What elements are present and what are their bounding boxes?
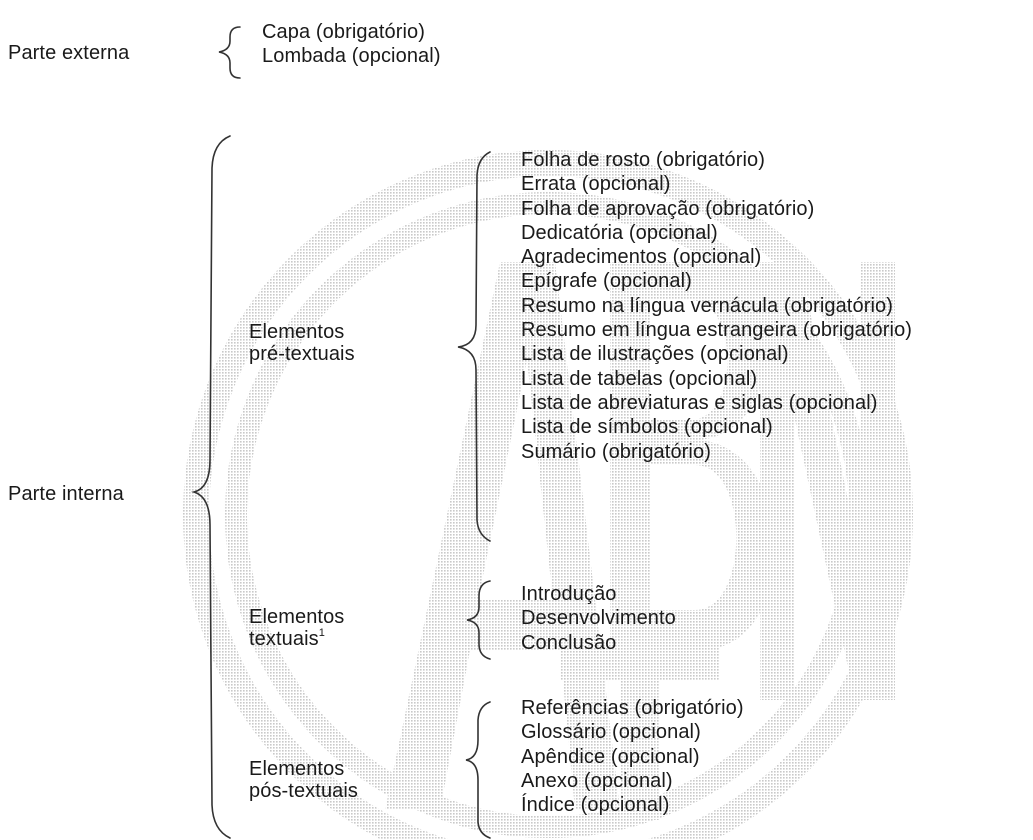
list-item: Introdução (521, 583, 617, 605)
pos-textuais-list: Referências (obrigatório) Glossário (opc… (521, 696, 744, 817)
list-item: Dedicatória (opcional) (521, 221, 718, 244)
list-item: Capa (obrigatório) (262, 21, 425, 43)
pre-textuais-label-line1: Elementos (249, 321, 345, 343)
textuais-list: Introdução Desenvolvimento Conclusão (521, 582, 676, 655)
textuais-label-text: textuais (249, 628, 319, 650)
parte-interna-label: Parte interna (8, 483, 124, 505)
pre-textuais-list: Folha de rosto (obrigatório) Errata (opc… (521, 148, 912, 464)
textuais-label: Elementos textuais1 (249, 606, 344, 650)
pos-textuais-label-line2: pós-textuais (249, 780, 359, 802)
list-item: Lista de símbolos (opcional) (521, 416, 773, 439)
textuais-label-line2: textuais1 (249, 628, 344, 650)
list-item: Agradecimentos (opcional) (521, 246, 762, 269)
brace-parte-externa (218, 26, 241, 79)
pre-textuais-label-line2: pré-textuais (249, 343, 355, 365)
list-item: Sumário (obrigatório) (521, 440, 711, 463)
list-item: Folha de rosto (obrigatório) (521, 149, 766, 171)
list-item: Referências (obrigatório) (521, 697, 744, 719)
list-item: Lista de tabelas (opcional) (521, 367, 758, 390)
list-item: Glossário (opcional) (521, 721, 701, 744)
list-item: Resumo em língua estrangeira (obrigatóri… (521, 319, 913, 342)
parte-externa-label: Parte externa (8, 42, 130, 64)
list-item: Folha de aprovação (obrigatório) (521, 197, 815, 220)
pre-textuais-label: Elementos pré-textuais (249, 321, 355, 365)
brace-textuais (466, 580, 491, 660)
pos-textuais-label: Elementos pós-textuais (249, 758, 358, 802)
list-item: Anexo (opcional) (521, 769, 673, 792)
footnote-mark: 1 (318, 627, 325, 640)
list-item: Lista de ilustrações (opcional) (521, 343, 789, 366)
list-item: Lista de abreviaturas e siglas (opcional… (521, 391, 878, 414)
brace-pos-textuais (465, 701, 491, 839)
list-item: Lombada (opcional) (262, 45, 441, 67)
list-item: Resumo na língua vernácula (obrigatório) (521, 294, 893, 317)
watermark-letters (385, 262, 895, 820)
list-item: Epígrafe (opcional) (521, 270, 692, 293)
brace-pre-textuais (457, 151, 491, 542)
list-item: Índice (opcional) (521, 794, 670, 817)
list-item: Apêndice (opcional) (521, 745, 700, 768)
pos-textuais-label-line1: Elementos (249, 758, 345, 780)
list-item: Conclusão (521, 631, 617, 654)
list-item: Desenvolvimento (521, 607, 676, 630)
parte-externa-list: Capa (obrigatório) Lombada (opcional) (262, 20, 441, 68)
brace-parte-interna (191, 135, 231, 839)
textuais-label-line1: Elementos (249, 606, 345, 628)
list-item: Errata (opcional) (521, 173, 671, 196)
